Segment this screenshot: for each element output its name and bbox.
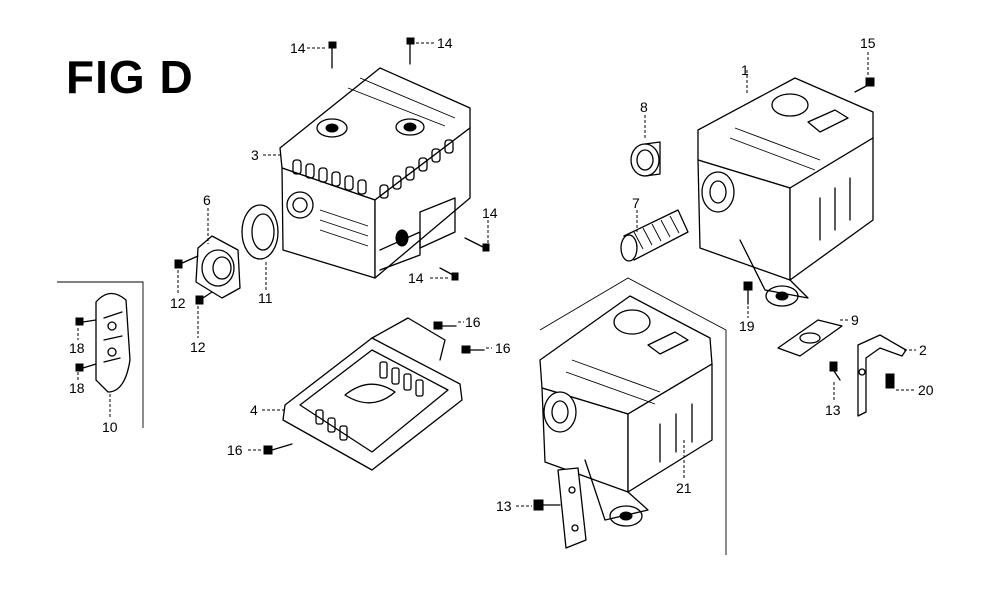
callout-12b: 12 [190,339,206,355]
part-21-muffler [539,295,713,549]
part-7-screen [620,209,689,262]
callout-18a: 18 [69,340,85,356]
callout-6: 6 [203,192,211,208]
callout-7: 7 [632,195,640,211]
part-6-cap [195,235,241,299]
callout-12a: 12 [170,295,186,311]
frame-lines [57,277,727,555]
callout-1: 1 [741,62,749,78]
callout-13a: 13 [825,402,841,418]
callout-3: 3 [251,147,259,163]
part-11-gasket [241,204,279,260]
callout-14c: 14 [482,205,498,221]
callout-14d: 14 [408,270,424,286]
callout-14a: 14 [290,40,306,56]
callout-16c: 16 [227,442,243,458]
callout-4: 4 [250,402,258,418]
fasteners [75,37,895,511]
part-1-muffler [697,77,874,307]
callout-labels: 1 2 3 4 6 7 8 9 10 11 12 12 13 13 14 14 … [69,35,934,514]
callout-13b: 13 [496,498,512,514]
callout-16b: 16 [495,340,511,356]
callout-19: 19 [739,318,755,334]
leader-lines [77,42,916,507]
part-4-base-plate [282,317,463,471]
callout-14b: 14 [437,35,453,51]
part-2-bracket [857,334,907,417]
callout-15: 15 [860,35,876,51]
callout-16a: 16 [465,314,481,330]
part-3-shroud [279,67,471,279]
callout-11: 11 [258,290,273,306]
callout-20: 20 [918,382,934,398]
callout-9: 9 [851,312,859,328]
callout-10: 10 [102,419,118,435]
part-9-gasket [777,319,843,357]
callout-21: 21 [676,480,692,496]
callout-18b: 18 [69,380,85,396]
callout-8: 8 [640,99,648,115]
part-10-bracket [95,292,131,393]
figure-title: FIG D [66,51,194,103]
callout-2: 2 [919,342,927,358]
part-8-plug [630,141,661,177]
